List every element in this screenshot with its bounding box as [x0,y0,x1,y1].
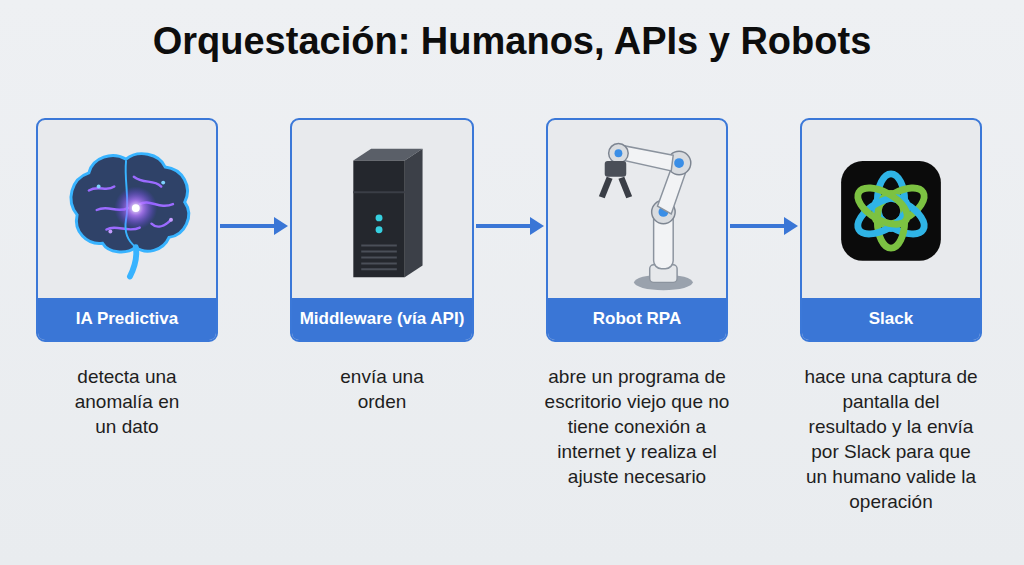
arrow-line [476,224,532,228]
flow-arrow [476,217,544,235]
node-label: Slack [869,309,913,329]
node-description: hace una captura de pantalla del resulta… [801,364,981,514]
node-description: envía una orden [327,364,437,414]
process-card: Robot RPAabre un programa de escritorio … [546,118,728,342]
arrow-line [220,224,276,228]
label-band: IA Predictiva [38,298,216,340]
arrow-head [530,217,544,235]
label-band: Slack [802,298,980,340]
node-label: IA Predictiva [76,309,178,329]
node-description: abre un programa de escritorio viejo que… [537,364,737,489]
label-band: Middleware (vía API) [292,298,472,340]
node-label: Middleware (vía API) [300,309,465,329]
diagram-title: Orquestación: Humanos, APIs y Robots [0,18,1024,64]
node-description: detecta una anomalía en un dato [65,364,190,439]
process-card: Slackhace una captura de pantalla del re… [800,118,982,342]
process-card: IA Predictivadetecta una anomalía en un … [36,118,218,342]
label-band: Robot RPA [548,298,726,340]
flow-arrow [730,217,798,235]
arrow-line [730,224,786,228]
flow-arrow [220,217,288,235]
app-logo-icon [802,120,980,300]
arrow-head [274,217,288,235]
node-label: Robot RPA [593,309,681,329]
arrow-head [784,217,798,235]
brain-icon [38,120,216,300]
process-card: Middleware (vía API)envía una orden [290,118,474,342]
robot-arm-icon [548,120,726,300]
server-icon [292,120,472,300]
